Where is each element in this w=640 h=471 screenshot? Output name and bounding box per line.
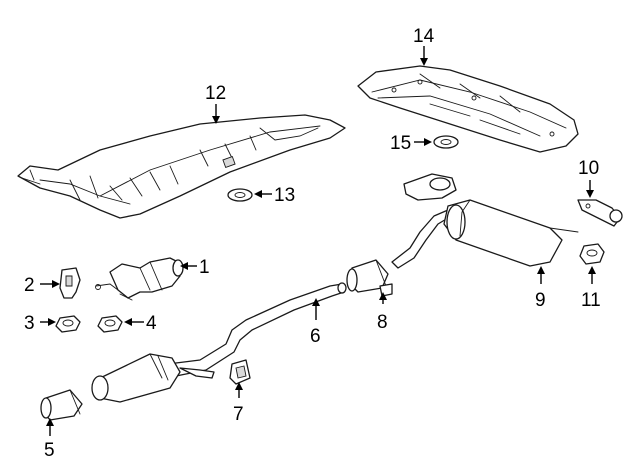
callout-14: 14 (413, 26, 435, 66)
callout-5: 5 (44, 418, 55, 461)
callout-label-14: 14 (413, 26, 435, 47)
callout-3: 3 (24, 313, 56, 334)
clamp-8 (346, 259, 393, 297)
callout-label-12: 12 (205, 83, 226, 104)
callout-1: 1 (180, 257, 210, 278)
nut-3 (55, 315, 81, 333)
callout-2: 2 (24, 275, 60, 296)
callout-label-1: 1 (199, 257, 210, 278)
muffler (391, 173, 579, 269)
callout-10: 10 (578, 158, 599, 198)
catalytic-converter (95, 257, 184, 301)
callout-13: 13 (254, 185, 295, 206)
nut-4 (97, 315, 123, 333)
callout-6: 6 (310, 298, 321, 347)
callout-label-10: 10 (578, 158, 599, 179)
callout-label-3: 3 (24, 313, 35, 334)
insulator-2 (59, 267, 81, 299)
callout-label-13: 13 (274, 185, 295, 206)
callout-label-11: 11 (581, 290, 601, 311)
callout-7: 7 (233, 382, 244, 425)
callout-15: 15 (390, 133, 432, 154)
grommet-13 (227, 188, 253, 202)
callout-label-6: 6 (310, 326, 321, 347)
nut-11 (579, 243, 605, 265)
heat-shield-front (17, 114, 346, 219)
callout-label-4: 4 (146, 313, 157, 334)
callout-label-8: 8 (377, 312, 388, 333)
callout-9: 9 (535, 266, 546, 311)
clamp-5 (40, 389, 83, 421)
callout-label-7: 7 (233, 404, 244, 425)
callout-11: 11 (581, 266, 601, 311)
grommet-15 (433, 135, 459, 149)
callout-12: 12 (205, 83, 226, 124)
callout-label-9: 9 (535, 290, 546, 311)
hanger-bracket (577, 199, 623, 227)
callout-label-2: 2 (24, 275, 35, 296)
insulator-7 (229, 359, 251, 385)
callout-8: 8 (377, 292, 388, 333)
callout-label-15: 15 (390, 133, 411, 154)
heat-shield-rear (357, 65, 579, 153)
callout-4: 4 (124, 313, 157, 334)
intermediate-pipe (91, 282, 347, 403)
callout-label-5: 5 (44, 440, 55, 461)
